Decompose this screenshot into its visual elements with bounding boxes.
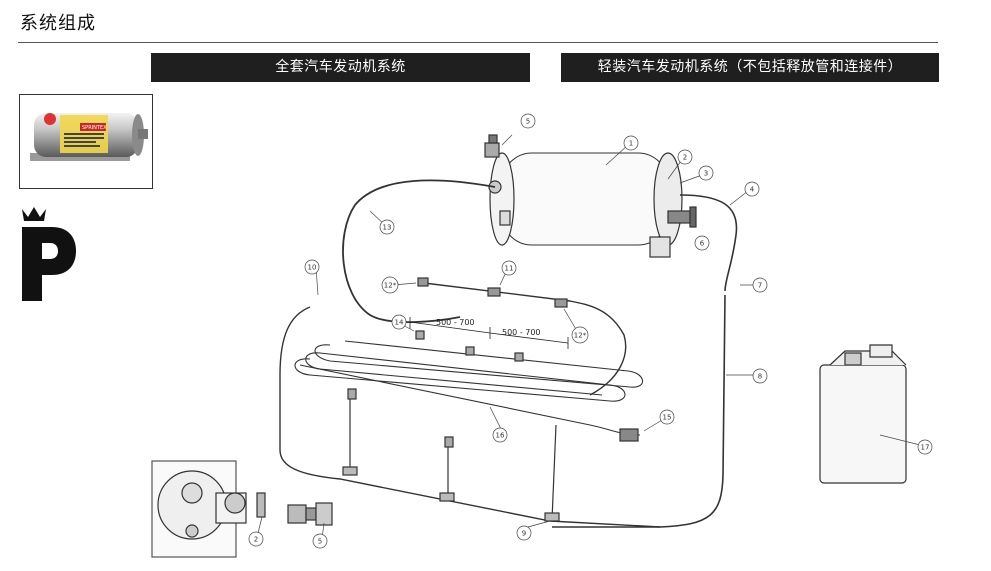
svg-text:15: 15	[663, 414, 672, 422]
svg-text:7: 7	[758, 282, 762, 290]
callout-3: 3	[698, 165, 714, 181]
cylinder-product-image: SPRINTEX	[30, 113, 148, 161]
page-title: 系统组成	[20, 13, 96, 34]
dimension-label-a: 500 - 700	[436, 318, 475, 327]
callout-13: 13	[379, 219, 395, 235]
callout-4: 4	[744, 181, 760, 197]
p-letter-icon	[22, 227, 76, 301]
dimension-lines	[409, 317, 569, 349]
callout-14: 14	[391, 314, 407, 330]
svg-text:2: 2	[683, 154, 687, 162]
callout-16: 16	[492, 427, 508, 443]
svg-text:4: 4	[750, 186, 755, 194]
svg-text:2: 2	[254, 536, 258, 544]
svg-text:5: 5	[318, 538, 322, 546]
callouts: 1 2 3 4 5 6 7 8 9 10 11 12* 12* 13 14 15…	[248, 113, 933, 549]
hose-4	[679, 194, 738, 292]
svg-text:5: 5	[526, 118, 530, 126]
crown-icon	[22, 207, 46, 221]
system-diagram: 1 2 3 4 5 6 7 8 9 10 11 12* 12* 13 14 15…	[151, 113, 933, 558]
callout-7: 7	[752, 277, 768, 293]
canister-17	[819, 344, 907, 484]
drop-pipe-c	[551, 424, 557, 521]
product-brand-label: SPRINTEX	[82, 125, 107, 131]
adapter-5-bottom	[287, 502, 333, 526]
svg-text:13: 13	[383, 224, 392, 232]
callout-15: 15	[659, 409, 675, 425]
section-header-light-engine: 轻装汽车发动机系统（不包括释放管和连接件）	[561, 53, 939, 82]
hose-8	[552, 294, 726, 528]
pipe-11	[423, 282, 627, 396]
svg-text:6: 6	[700, 240, 705, 248]
callout-17: 17	[917, 439, 933, 455]
svg-text:9: 9	[522, 530, 526, 538]
return-line	[279, 306, 661, 528]
callout-5-bottom: 5	[312, 533, 328, 549]
svg-text:12*: 12*	[574, 332, 587, 340]
svg-text:8: 8	[758, 373, 762, 381]
valve-5	[667, 206, 697, 228]
callout-10: 10	[304, 259, 320, 275]
svg-text:12*: 12*	[384, 282, 397, 290]
svg-text:17: 17	[921, 444, 930, 452]
hose-13	[342, 179, 496, 323]
callout-12-b: 12*	[571, 326, 589, 344]
callout-1: 1	[623, 135, 639, 151]
callout-6: 6	[694, 235, 710, 251]
svg-text:3: 3	[704, 170, 708, 178]
callout-11: 11	[501, 260, 517, 276]
tank-1	[489, 152, 683, 258]
callout-2-bottom: 2	[248, 531, 264, 547]
drain-assembly	[151, 460, 266, 558]
dimension-label-b: 500 - 700	[502, 328, 541, 337]
callout-9: 9	[516, 525, 532, 541]
callout-2: 2	[677, 149, 693, 165]
section-header-full-engine: 全套汽车发动机系统	[151, 53, 530, 82]
product-photo: SPRINTEX	[19, 94, 153, 189]
brand-logo	[22, 207, 76, 301]
callout-12-a: 12*	[381, 276, 399, 294]
svg-text:10: 10	[308, 264, 317, 272]
svg-text:14: 14	[395, 319, 404, 327]
svg-text:1: 1	[629, 140, 633, 148]
svg-text:16: 16	[496, 432, 505, 440]
fitting-6-top	[484, 134, 502, 194]
svg-text:11: 11	[505, 265, 514, 273]
callout-5: 5	[520, 113, 536, 129]
title-divider	[18, 42, 938, 43]
callout-8: 8	[752, 368, 768, 384]
